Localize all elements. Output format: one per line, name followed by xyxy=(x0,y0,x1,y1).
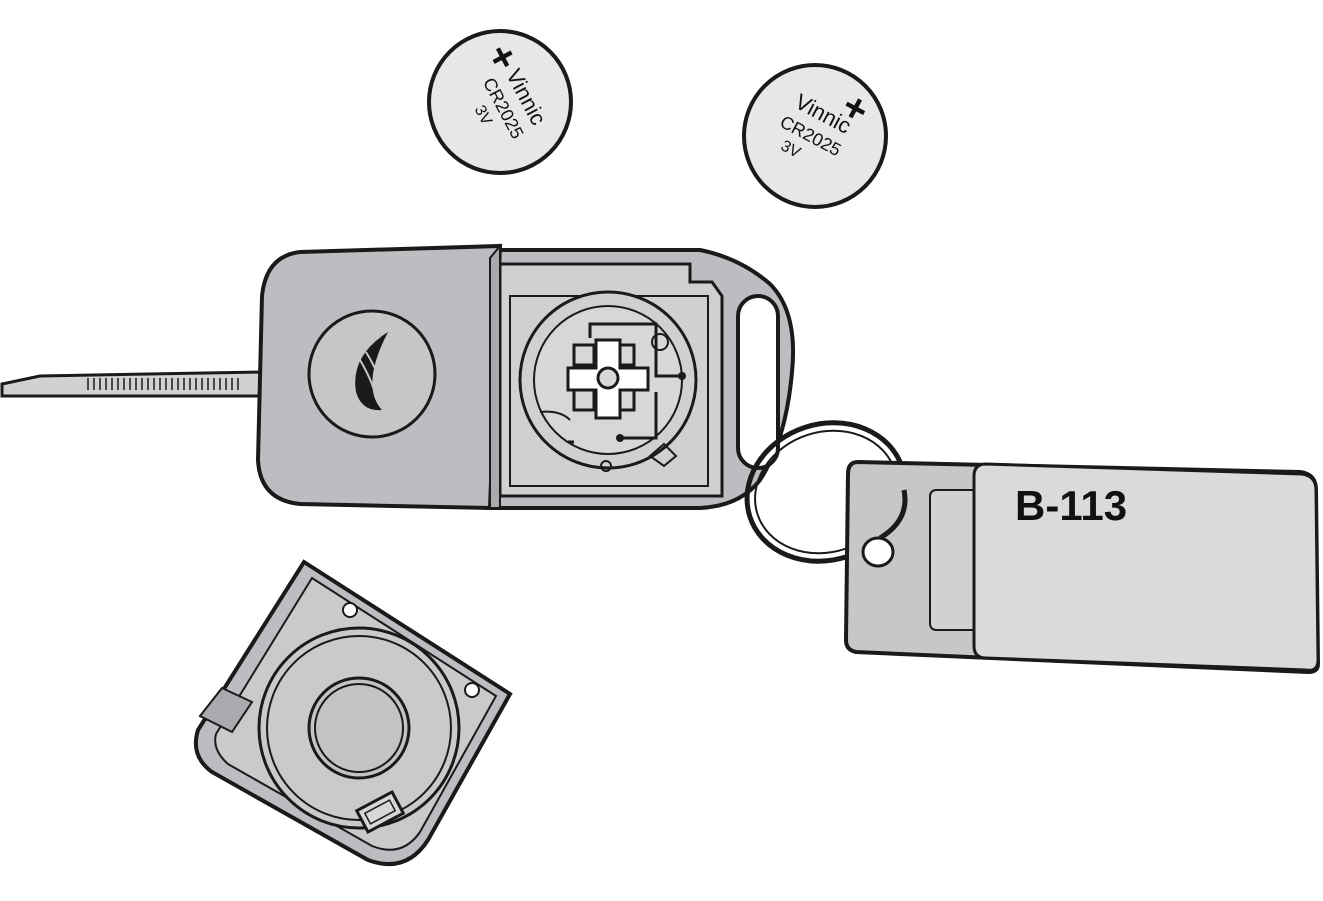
key-blade-icon xyxy=(0,370,264,398)
car-key-fob-icon xyxy=(255,243,796,511)
key-ring-hole xyxy=(736,294,780,470)
tag-ring-hole xyxy=(861,536,895,568)
coin-battery-icon: + Vinnic CR2025 3V xyxy=(427,29,573,175)
coin-battery-icon: + Vinnic CR2025 3V xyxy=(742,63,888,209)
key-tag-label: B-113 xyxy=(1015,482,1127,529)
key-tag-icon: B-113 xyxy=(843,459,1321,675)
battery-cover-icon xyxy=(193,559,513,866)
brand-logo-icon xyxy=(307,309,437,439)
circuit-contacts xyxy=(566,322,682,444)
